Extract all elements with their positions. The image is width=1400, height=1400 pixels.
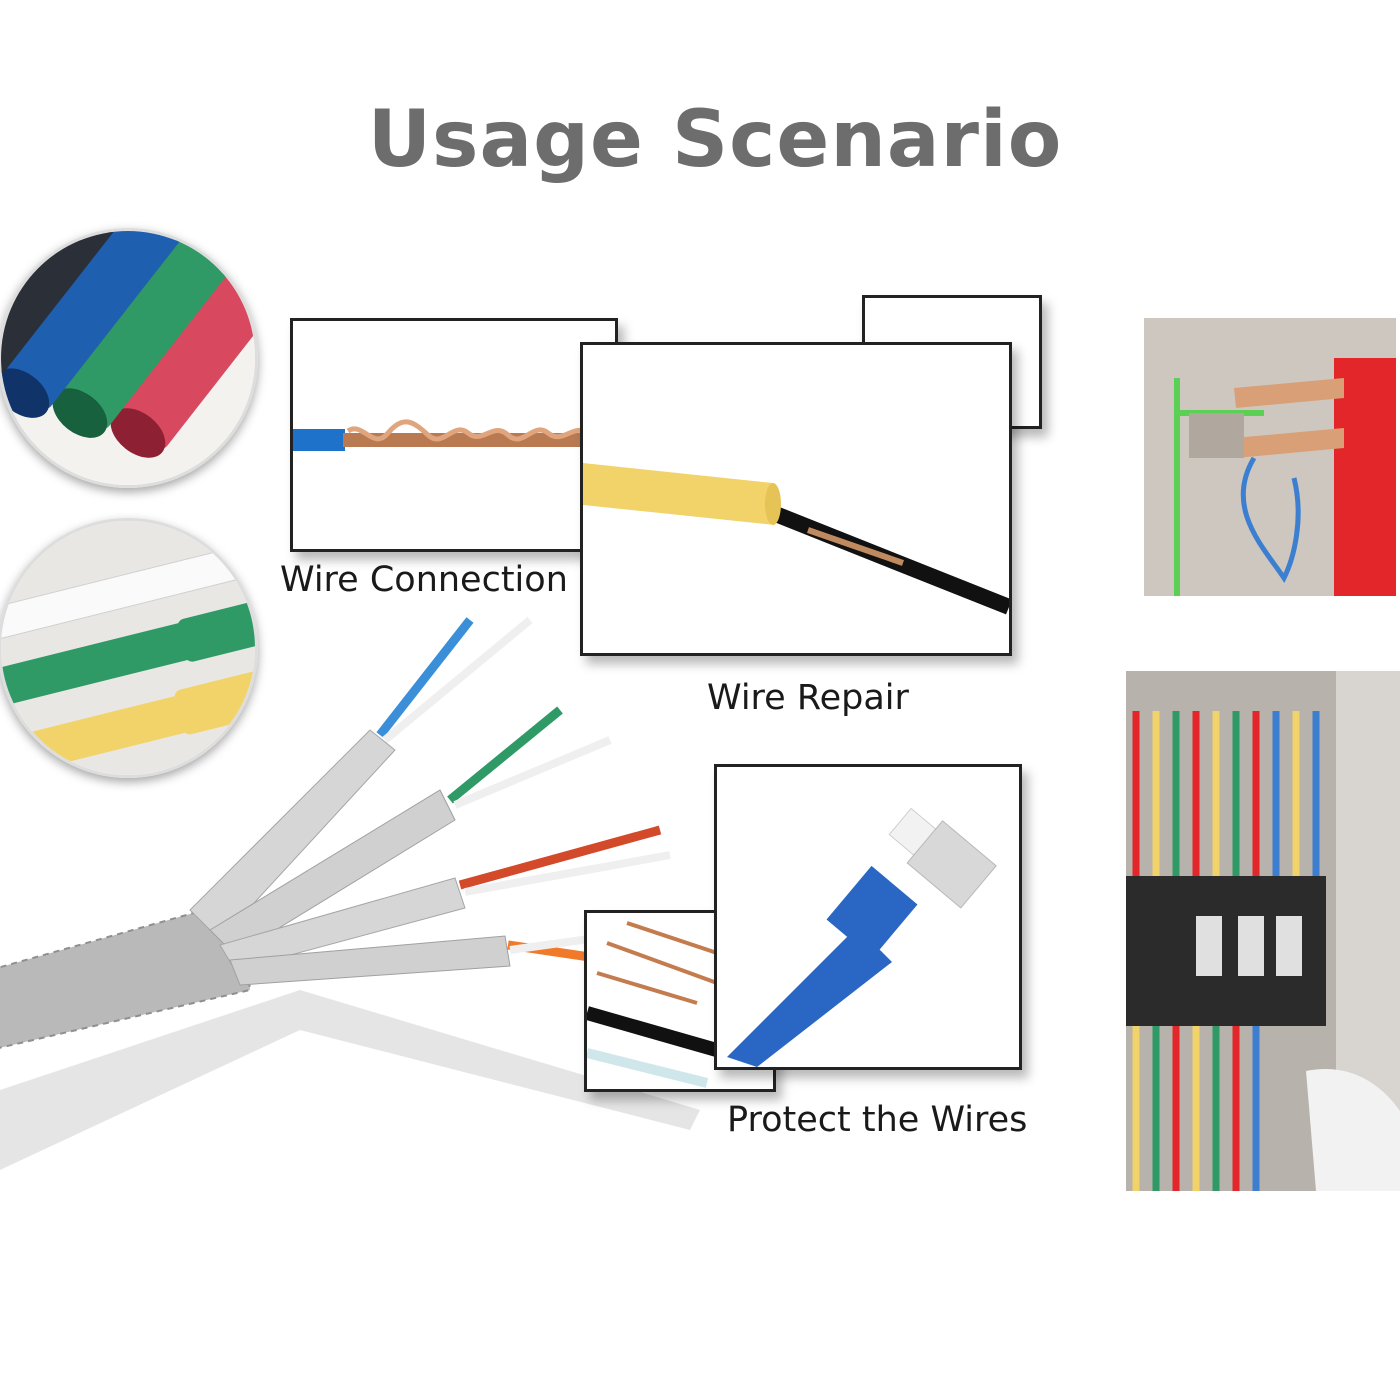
electrical-panel-icon (1126, 671, 1400, 1191)
wire-repair-frame (580, 342, 1012, 656)
electrical-panel-photo (1126, 671, 1400, 1191)
wire-repair-label: Wire Repair (707, 678, 909, 718)
electrician-photo (1144, 318, 1396, 596)
wire-connection-frame (290, 318, 618, 552)
protect-wires-frame (714, 764, 1022, 1070)
thin-tubes-icon (1, 521, 255, 775)
shielded-cable-illustration (0, 610, 720, 1190)
electrician-icon (1144, 318, 1396, 596)
tube-colors-circle (0, 228, 258, 488)
protect-wires-label: Protect the Wires (727, 1100, 1028, 1140)
twisted-wire-icon (293, 321, 615, 549)
shielded-cable-icon (0, 616, 700, 1170)
protected-cable-icon (717, 767, 1019, 1067)
page-title: Usage Scenario (367, 95, 1063, 185)
wire-connection-label: Wire Connection (280, 560, 568, 600)
thin-tubes-circle (0, 518, 258, 778)
repaired-wire-icon (583, 345, 1009, 653)
heat-shrink-tubes-icon (1, 231, 255, 485)
